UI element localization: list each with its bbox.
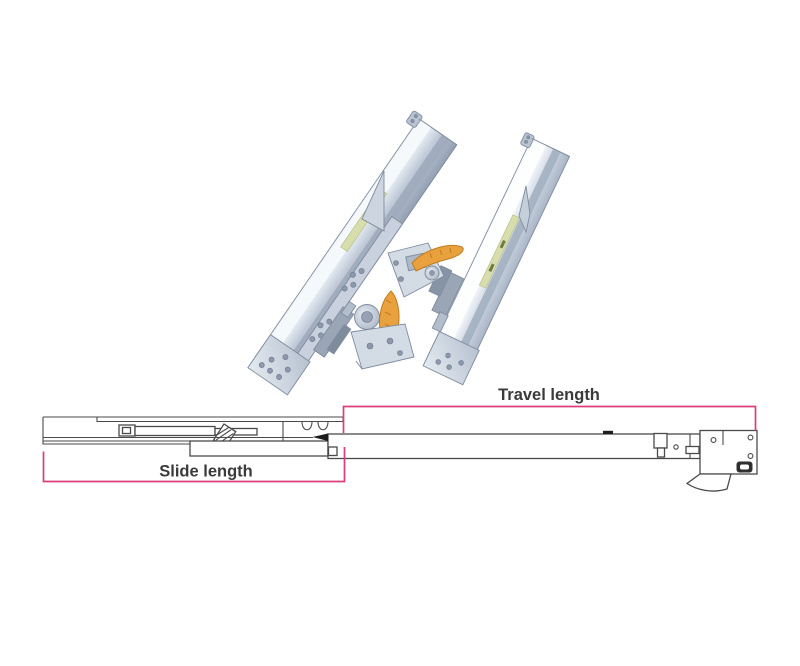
latch-hook-drawing [685,473,732,492]
slide-length-label: Slide length [159,463,253,481]
left-slide-fin [361,170,385,232]
end-latch-drawing [653,429,758,492]
rail-hardware [428,265,465,333]
dimension-diagram: Travel length Slide length [42,386,758,492]
drawer-member-drawing [312,429,758,492]
travel-length-bracket [342,405,757,433]
product-photo [247,110,571,396]
hook-loop [301,421,313,431]
hook-loop [317,421,329,431]
rear-locking-clip [387,242,464,298]
cabinet-member-drawing [42,416,344,457]
latch-hardware [312,300,357,358]
base-plate [247,334,311,396]
base-plate [422,330,480,386]
left-drawer-slide [247,110,458,396]
slide-length-bracket [42,447,346,483]
arrow-marker [312,433,328,441]
front-locking-clip [350,290,415,370]
travel-length-label: Travel length [498,386,600,404]
right-slide-spike [518,185,531,234]
base-plate-holes [435,352,464,370]
clip-base-plate [350,323,415,370]
right-drawer-slide [422,132,571,386]
hook-tab [406,110,423,128]
intermediate-rail-drawing [189,440,329,457]
hook-tab [520,132,535,149]
base-plate-holes [258,354,291,380]
